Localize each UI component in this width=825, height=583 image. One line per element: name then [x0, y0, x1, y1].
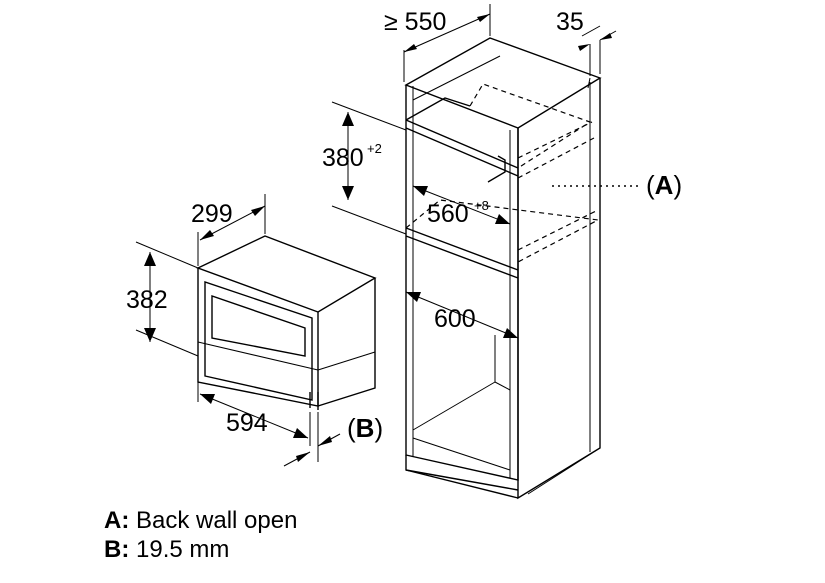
niche-width-label: 560 [427, 200, 469, 228]
legend-item-b: B: 19.5 mm [104, 535, 297, 564]
callout-b: (B) [347, 413, 383, 443]
depth-min-label: ≥ 550 [384, 8, 446, 36]
niche-height-tolerance: +2 [367, 141, 382, 156]
callout-b-open: ( [347, 413, 356, 443]
callout-a-close: ) [673, 170, 682, 200]
callout-a: (A) [646, 170, 682, 200]
appliance-width-label: 594 [226, 409, 268, 437]
niche-width-tolerance: +8 [474, 198, 489, 213]
appliance-drawing [196, 235, 377, 410]
appliance-height-label: 382 [126, 286, 168, 314]
callout-b-close: ) [374, 413, 383, 443]
appliance-depth-label: 299 [191, 200, 233, 228]
cabinet-width-label: 600 [434, 305, 476, 333]
callout-b-letter: B [356, 413, 375, 443]
legend-item-a: A: Back wall open [104, 506, 297, 535]
side-panel-label: 35 [556, 8, 584, 36]
legend-text-a: Back wall open [136, 507, 298, 534]
callout-a-letter: A [655, 170, 674, 200]
cabinet-drawing [404, 37, 602, 500]
legend-key-b: B: [104, 536, 130, 563]
legend-key-a: A: [104, 507, 130, 534]
legend-text-b: 19.5 mm [136, 536, 230, 563]
legend: A: Back wall open B: 19.5 mm [104, 506, 297, 564]
dimension-lines [135, 4, 642, 467]
niche-height-label: 380 [322, 144, 364, 172]
callout-a-open: ( [646, 170, 655, 200]
